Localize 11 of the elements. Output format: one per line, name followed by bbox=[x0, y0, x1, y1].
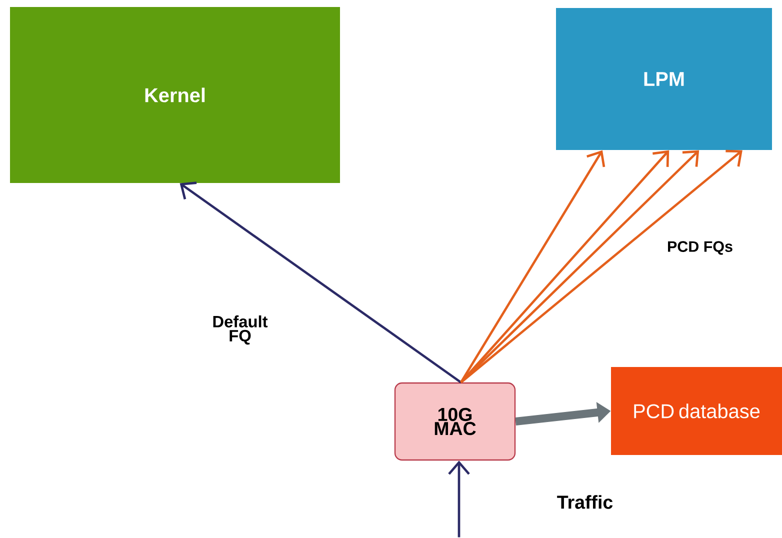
arrow bbox=[460, 150, 742, 384]
arrow bbox=[180, 182, 462, 384]
text-label: PCD FQs bbox=[668, 241, 732, 255]
arrow bbox=[460, 150, 606, 384]
arrow bbox=[448, 460, 470, 538]
text-label: Traffic bbox=[557, 495, 613, 509]
mac-box: 10G MAC bbox=[394, 382, 516, 461]
edge-label: Default FQ bbox=[213, 315, 268, 345]
kernel-box: Kernel bbox=[10, 7, 340, 183]
database-box: PCD database bbox=[611, 366, 782, 455]
process-box: LPM bbox=[556, 8, 772, 150]
